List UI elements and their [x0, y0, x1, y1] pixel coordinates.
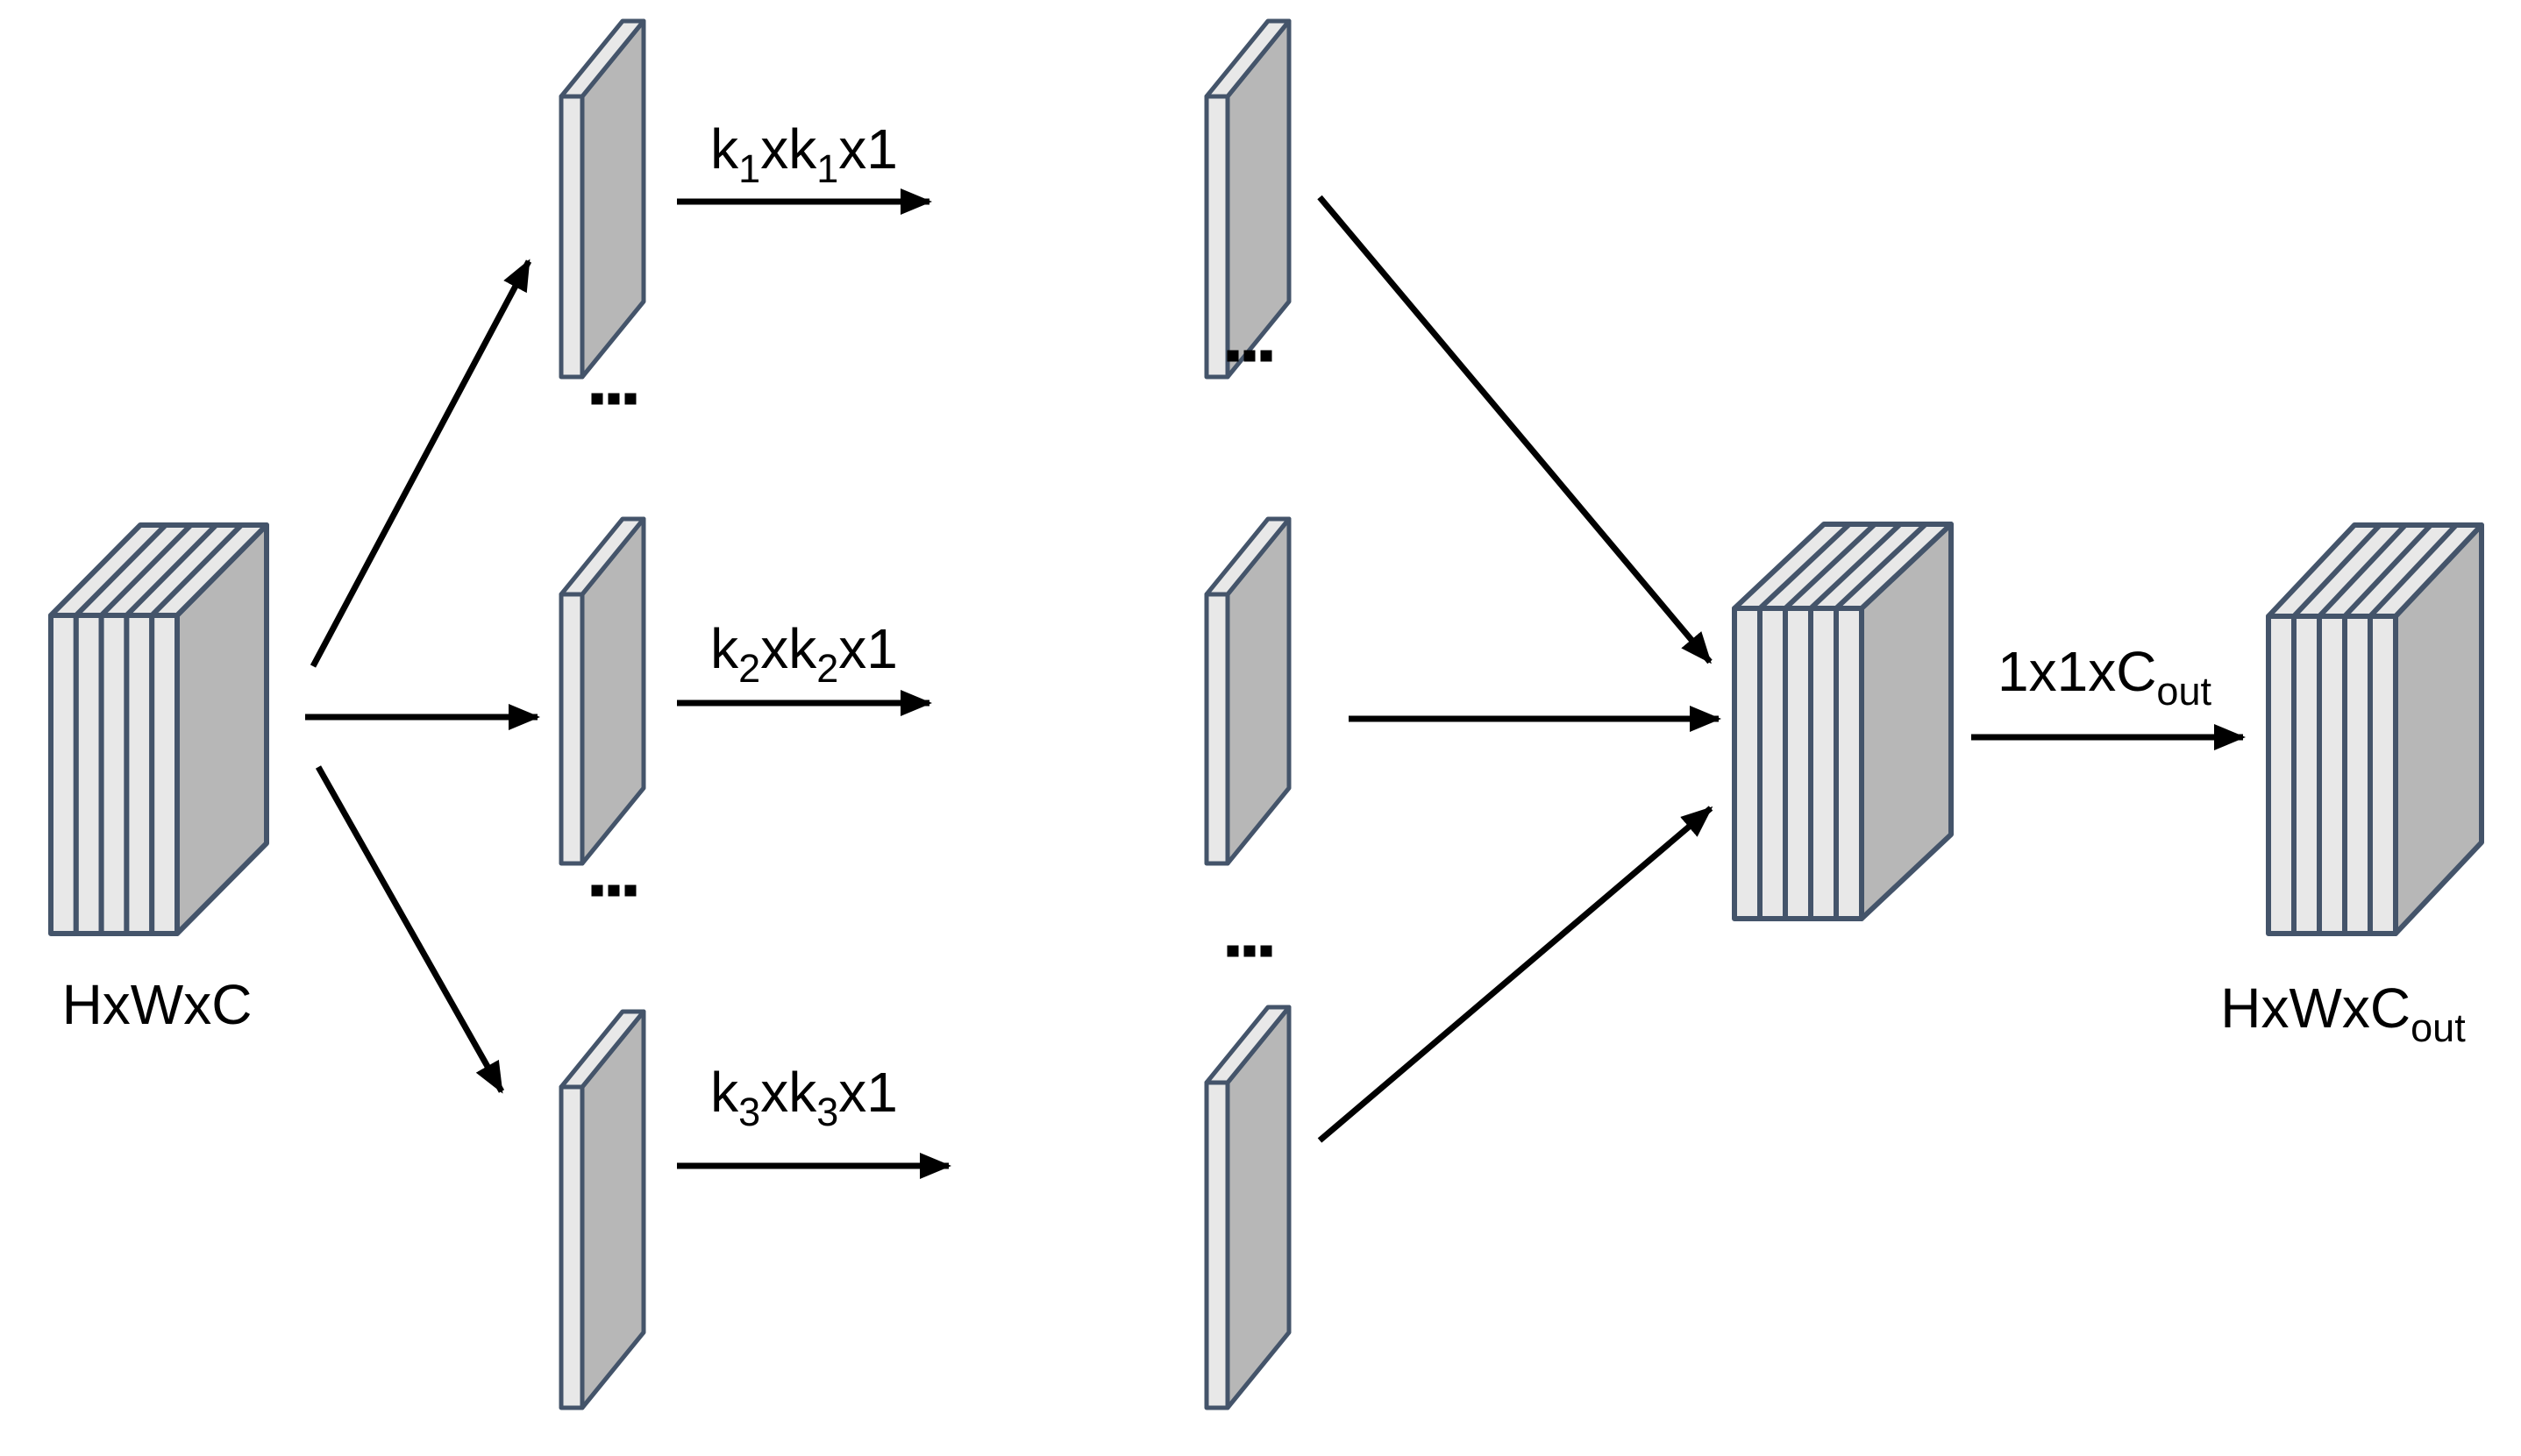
- pointwise-kernel-label: 1x1xCout: [1998, 640, 2211, 714]
- tensor-front-slab: [124, 613, 155, 936]
- branch3-kernel-label: k3xk3x1: [710, 1061, 898, 1134]
- label-text: x1: [838, 117, 898, 181]
- branch3-input-slab: [559, 1009, 646, 1410]
- tensor-front-slab: [1757, 606, 1788, 921]
- tensor-front-slab: [1834, 606, 1864, 921]
- ellipsis-branch-outputs-upper: [1227, 350, 1272, 362]
- flow-arrows: [305, 188, 2246, 1179]
- tensor-front-slab: [98, 613, 130, 936]
- tensor-top-divider: [2317, 522, 2408, 619]
- output-tensor-stack: [2266, 522, 2484, 936]
- tensor-front-slab: [1783, 606, 1813, 921]
- branch1-output-slab: [1204, 18, 1292, 380]
- tensor-front-slab: [1732, 606, 1763, 921]
- ellipsis-dot: [1243, 350, 1256, 362]
- tensor-top-divider: [2368, 522, 2459, 619]
- input-dims-label: HxWxC: [62, 973, 253, 1036]
- output-dims-label: HxWxCout: [2220, 977, 2466, 1050]
- input-tensor-stack: [48, 522, 269, 936]
- slab-front-face: [1204, 94, 1230, 380]
- branch2-kernel-label: k2xk2x1: [710, 617, 898, 691]
- label-text: k: [710, 617, 739, 680]
- label-subscript: out: [2411, 1005, 2466, 1050]
- branch1-kernel-label: k1xk1x1: [710, 117, 898, 191]
- label-subscript: 2: [816, 646, 838, 691]
- ellipsis-branch-inputs-upper: [591, 393, 637, 405]
- label-subscript: 1: [816, 146, 838, 191]
- tensor-top-divider: [2291, 522, 2382, 619]
- tensor-front-slab: [2342, 614, 2373, 936]
- tensor-top-divider: [1757, 522, 1852, 611]
- branch1-input-slab: [559, 18, 646, 380]
- tensor-front-slab: [2266, 614, 2297, 936]
- label-text: xk: [760, 617, 817, 680]
- branch3-output-slab: [1204, 1005, 1292, 1410]
- ellipsis-dot: [608, 393, 620, 405]
- fanout-arrow-top: [310, 259, 532, 668]
- label-text: HxWxC: [2220, 977, 2411, 1040]
- branch-channel-slabs: [559, 18, 1292, 1410]
- tensor-top-divider: [2342, 522, 2433, 619]
- label-text: HxWxC: [62, 973, 253, 1036]
- ellipsis-dot: [608, 884, 620, 897]
- label-subscript: out: [2156, 669, 2211, 714]
- label-text: 1x1xC: [1998, 640, 2156, 703]
- ellipsis-dot: [624, 393, 637, 405]
- slab-front-face: [559, 592, 585, 866]
- tensor-top-divider: [125, 522, 218, 618]
- ellipsis-dot: [1227, 945, 1239, 957]
- slab-front-face: [559, 1084, 585, 1410]
- merge-arrow-bottom: [1317, 806, 1713, 1143]
- tensor-top-divider: [1834, 522, 1928, 611]
- tensor-front-slab: [48, 613, 79, 936]
- slab-front-face: [1204, 592, 1230, 866]
- ellipsis-dot: [1243, 945, 1256, 957]
- ellipsis-dot: [591, 884, 603, 897]
- label-text: k: [710, 117, 739, 181]
- ellipsis-dot: [1260, 350, 1272, 362]
- label-subscript: 2: [738, 646, 760, 691]
- slab-front-face: [1204, 1080, 1230, 1410]
- tensor-front-slab: [73, 613, 104, 936]
- tensor-top-divider: [1808, 522, 1903, 611]
- tensor-front-slab: [2368, 614, 2398, 936]
- label-subscript: 3: [738, 1090, 760, 1134]
- merged-tensor-stack: [1732, 522, 1954, 921]
- tensor-front-slab: [1808, 606, 1839, 921]
- tensor-top-divider: [74, 522, 167, 618]
- fanout-arrow-bottom: [315, 765, 505, 1094]
- branch2-input-slab: [559, 516, 646, 866]
- tensor-top-divider: [150, 522, 244, 618]
- label-text: k: [710, 1061, 739, 1124]
- tensor-front-slab: [149, 613, 180, 936]
- ellipsis-dots: [591, 350, 1272, 957]
- ellipsis-branch-inputs-lower: [591, 884, 637, 897]
- label-text: xk: [760, 1061, 817, 1124]
- label-text: x1: [838, 617, 898, 680]
- tensor-top-divider: [99, 522, 193, 618]
- label-subscript: 1: [738, 146, 760, 191]
- ellipsis-dot: [1227, 350, 1239, 362]
- ellipsis-dot: [591, 393, 603, 405]
- branch2-output-slab: [1204, 516, 1292, 866]
- tensor-front-slab: [2317, 614, 2347, 936]
- ellipsis-dot: [1260, 945, 1272, 957]
- slab-front-face: [559, 94, 585, 380]
- label-text: xk: [760, 117, 817, 181]
- label-subscript: 3: [816, 1090, 838, 1134]
- merge-arrow-top: [1317, 195, 1713, 664]
- tensor-top-divider: [1783, 522, 1877, 611]
- ellipsis-branch-outputs-lower: [1227, 945, 1272, 957]
- ellipsis-dot: [624, 884, 637, 897]
- tensor-front-slab: [2291, 614, 2322, 936]
- label-text: x1: [838, 1061, 898, 1124]
